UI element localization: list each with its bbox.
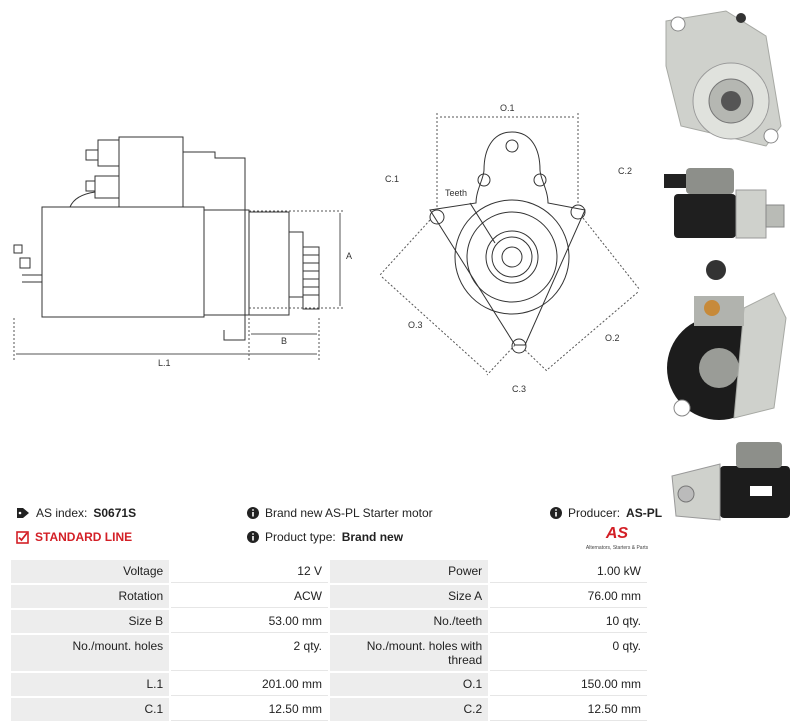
product-photo-side (664, 168, 785, 239)
spec-key: No./mount. holes with thread (329, 635, 489, 671)
dim-label-c2: C.2 (618, 166, 632, 176)
dim-label-c3: C.3 (512, 384, 526, 394)
spec-value: 10 qty. (490, 610, 647, 633)
spec-key: C.2 (329, 698, 489, 721)
dim-label-o3: O.3 (408, 320, 423, 330)
check-square-icon (16, 530, 29, 544)
spec-value: 1.00 kW (490, 560, 647, 583)
technical-drawing: A B L.1 O.1 O.2 O.3 C.1 C.2 C.3 Teeth (13, 103, 641, 394)
standard-line-row: STANDARD LINE (16, 530, 132, 544)
spec-key: No./teeth (329, 610, 489, 633)
info-icon (550, 507, 562, 519)
product-type-row: Product type: Brand new (247, 530, 403, 544)
spec-value: ACW (171, 585, 328, 608)
product-type-label: Product type: (265, 530, 336, 544)
info-icon (247, 507, 259, 519)
spec-key: Rotation (11, 585, 170, 608)
spec-value: 53.00 mm (171, 610, 328, 633)
dim-label-a: A (346, 251, 352, 261)
dim-label-teeth: Teeth (445, 188, 467, 198)
dim-label-c1: C.1 (385, 174, 399, 184)
info-icon (247, 531, 259, 543)
spec-value: 150.00 mm (490, 673, 647, 696)
spec-key: No./mount. holes (11, 635, 170, 671)
svg-text:AS: AS (605, 525, 629, 542)
spec-key: O.1 (329, 673, 489, 696)
tag-icon (17, 508, 29, 518)
description-row: Brand new AS-PL Starter motor (247, 506, 433, 520)
svg-text:Alternators, Starters & Parts: Alternators, Starters & Parts (586, 545, 649, 551)
spec-key: Size A (329, 585, 489, 608)
spec-value: 2 qty. (171, 635, 328, 671)
spec-key: C.1 (11, 698, 170, 721)
spec-value: 12.50 mm (171, 698, 328, 721)
spec-value: 201.00 mm (171, 673, 328, 696)
as-index-label: AS index: (36, 506, 88, 520)
producer-value: AS-PL (626, 506, 663, 520)
spec-key: Voltage (11, 560, 170, 583)
spec-key: Size B (11, 610, 170, 633)
side-dimension-lines (13, 210, 345, 360)
spec-key: Power (329, 560, 489, 583)
spec-value: 12 V (171, 560, 328, 583)
spec-value: 76.00 mm (490, 585, 647, 608)
dim-label-o2: O.2 (605, 333, 620, 343)
spec-value: 12.50 mm (490, 698, 647, 721)
product-photo-front (665, 10, 782, 147)
front-view-drawing (429, 131, 586, 354)
as-pl-logo: AS Alternators, Starters & Parts (586, 525, 649, 551)
product-type-value: Brand new (341, 530, 404, 544)
as-index-row: AS index: S0671S (16, 506, 136, 520)
product-photo-rear (667, 260, 787, 420)
spec-value: 0 qty. (490, 635, 647, 671)
spec-key: L.1 (11, 673, 170, 696)
side-view-drawing (13, 136, 320, 341)
description-text: Brand new AS-PL Starter motor (265, 506, 433, 520)
dim-label-b: B (281, 336, 287, 346)
as-index-value: S0671S (93, 506, 137, 520)
producer-row: Producer: AS-PL (550, 506, 662, 520)
product-photo-angle (671, 442, 790, 521)
dim-label-l1: L.1 (158, 358, 171, 368)
dim-label-o1: O.1 (500, 103, 515, 113)
producer-label: Producer: (568, 506, 621, 520)
standard-line-label: STANDARD LINE (35, 530, 133, 544)
